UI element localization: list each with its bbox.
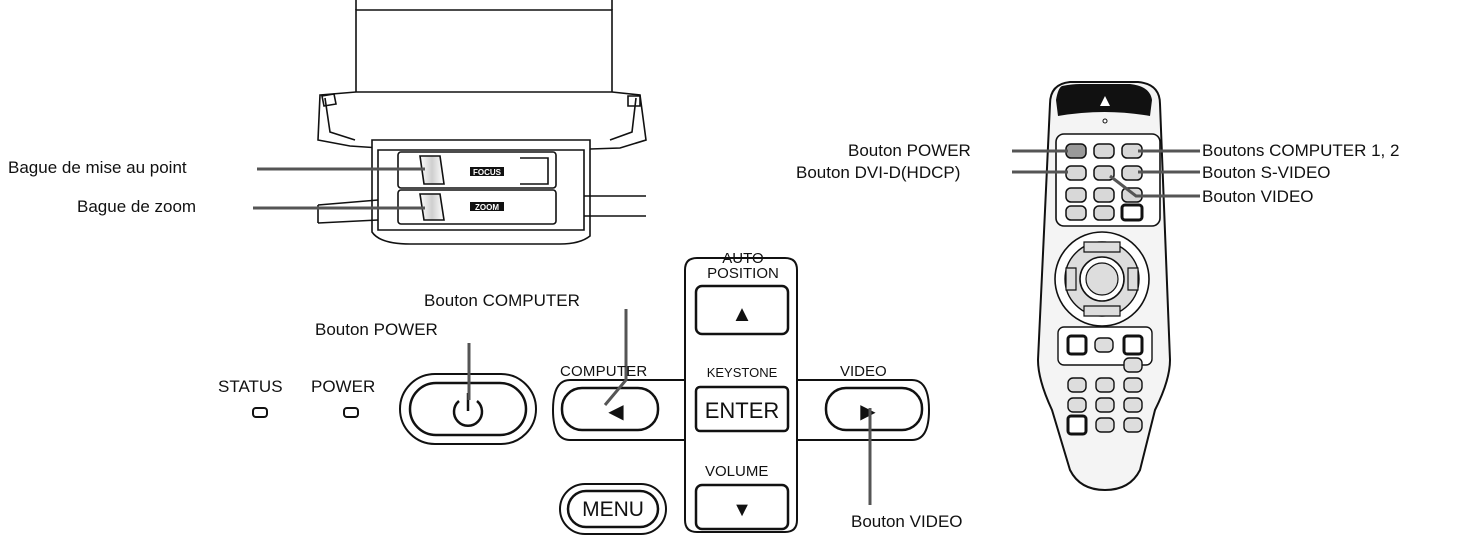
position-label: POSITION [707, 265, 779, 282]
remote-dvi-button-label: Bouton DVI-D(HDCP) [796, 163, 961, 182]
auto-label: AUTO [722, 250, 764, 267]
up-arrow-icon: ▲ [731, 301, 753, 326]
panel-power-button-label: Bouton POWER [315, 320, 438, 339]
zoom-ring-label: Bague de zoom [77, 197, 197, 216]
zoom-mark-plate [470, 202, 504, 211]
focus-mark: FOCUS [473, 168, 502, 177]
focus-mark-plate [470, 167, 504, 176]
remote-video-leader [1109, 174, 1200, 198]
panel-video-button-label: Bouton VIDEO [851, 512, 963, 531]
keystone-label: KEYSTONE [706, 365, 778, 380]
panel-computer-button-label: Bouton COMPUTER [424, 291, 580, 310]
video-panel-label: VIDEO [840, 363, 887, 380]
computer-panel-label-text: COMPUTER [560, 363, 648, 380]
status-led [252, 407, 268, 418]
power-indicator-label: POWER [311, 377, 376, 396]
down-arrow-icon: ▼ [732, 499, 752, 521]
video-button[interactable] [824, 386, 924, 432]
remote-video-button-label: Bouton VIDEO [1202, 187, 1314, 206]
left-arrow-icon: ◀ [608, 401, 624, 423]
status-indicator-label: STATUS [218, 377, 283, 396]
volume-label: VOLUME [705, 463, 769, 480]
computer-button[interactable] [560, 386, 660, 432]
menu-button-label: MENU [582, 498, 644, 521]
remote-power-button-label: Bouton POWER [848, 141, 971, 160]
remote-computer-buttons-label: Boutons COMPUTER 1, 2 [1202, 141, 1400, 160]
power-button[interactable] [399, 373, 537, 445]
enter-button[interactable] [694, 385, 790, 433]
menu-button[interactable] [566, 489, 660, 529]
panel-computer-leader [603, 309, 628, 406]
computer-panel-label: COMPUTER [560, 362, 647, 382]
projector-lens-illustration [317, 0, 647, 245]
remote-svideo-button-label: Bouton S-VIDEO [1202, 163, 1331, 182]
auto-position-button[interactable] [694, 284, 790, 336]
volume-button[interactable] [694, 483, 790, 531]
right-arrow-icon: ▶ [860, 401, 876, 423]
zoom-mark: ZOOM [475, 203, 499, 212]
remote-control [1036, 81, 1172, 492]
focus-ring-label: Bague de mise au point [8, 158, 187, 177]
enter-button-label: ENTER [705, 398, 780, 423]
power-led [343, 407, 359, 418]
